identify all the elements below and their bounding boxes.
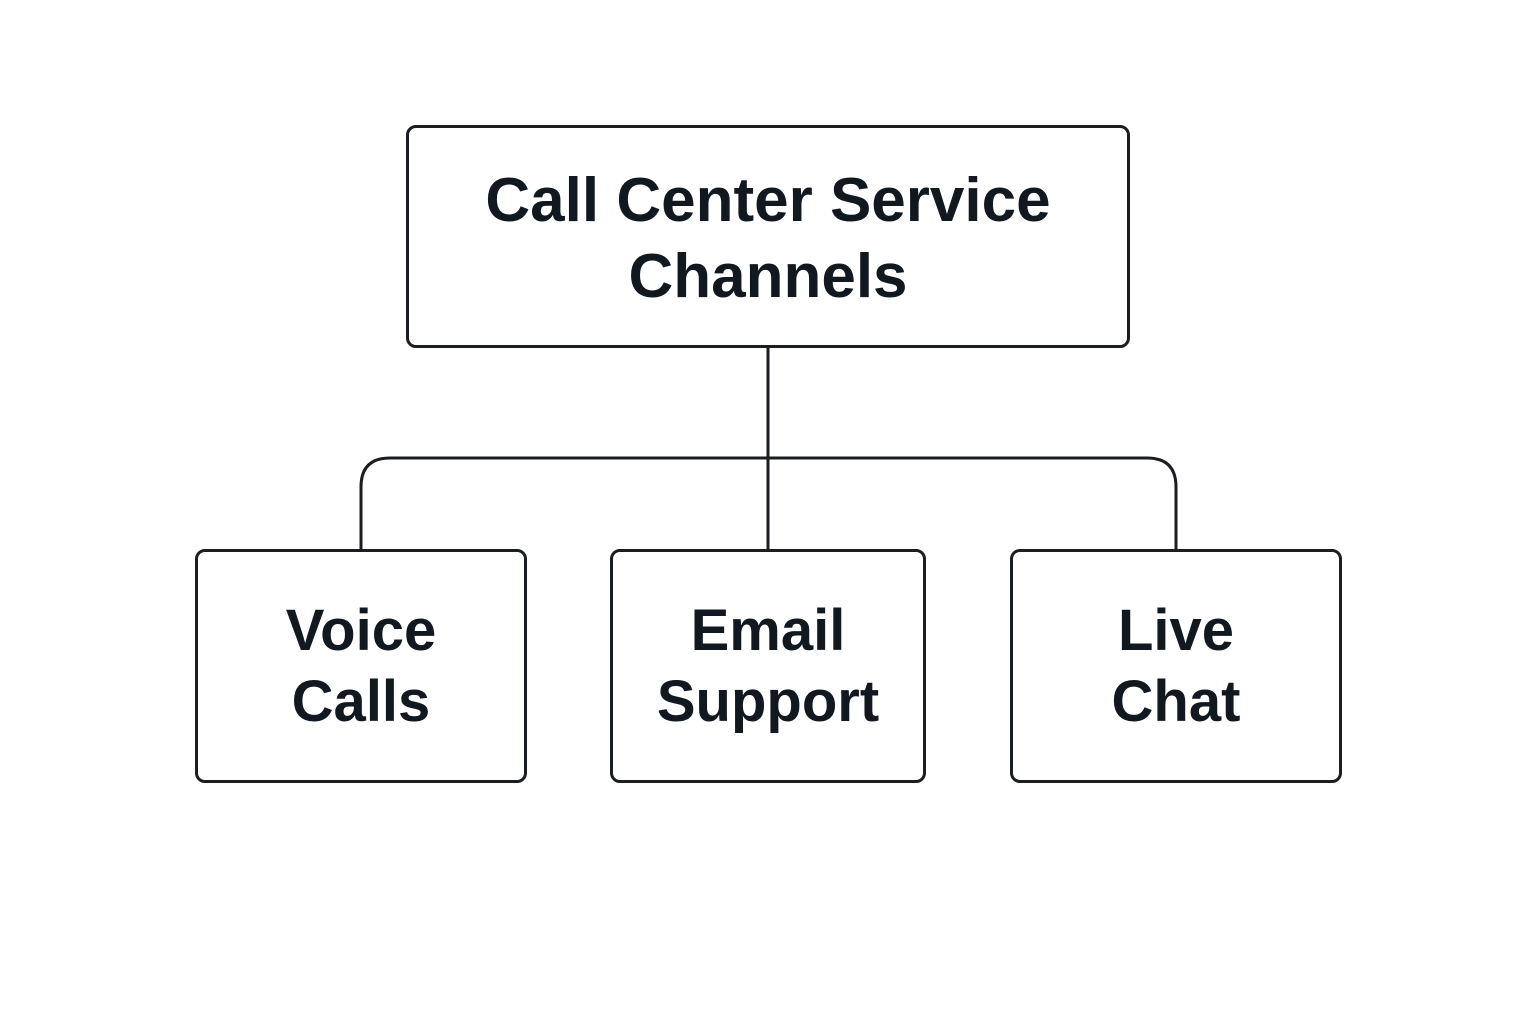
email-support-label-line-2: Support (656, 669, 880, 734)
live-chat-label-line-1: Live (1117, 598, 1235, 664)
horizontal-branch-connector (359, 456, 1178, 549)
child-node-live-chat: Live Chat (1010, 549, 1342, 783)
child-node-voice-calls: Voice Calls (195, 549, 527, 783)
child-node-email-support: Email Support (610, 549, 926, 783)
root-node-label-line-1: Call Center Service (485, 165, 1051, 235)
live-chat-label-line-2: Chat (1111, 669, 1241, 734)
root-node-label-line-2: Channels (628, 241, 908, 311)
voice-calls-label-line-2: Calls (291, 669, 431, 734)
voice-calls-label-line-1: Voice (285, 598, 437, 664)
root-node-call-center-service-channels: Call Center Service Channels (406, 125, 1130, 348)
email-support-label-line-1: Email (690, 598, 846, 664)
